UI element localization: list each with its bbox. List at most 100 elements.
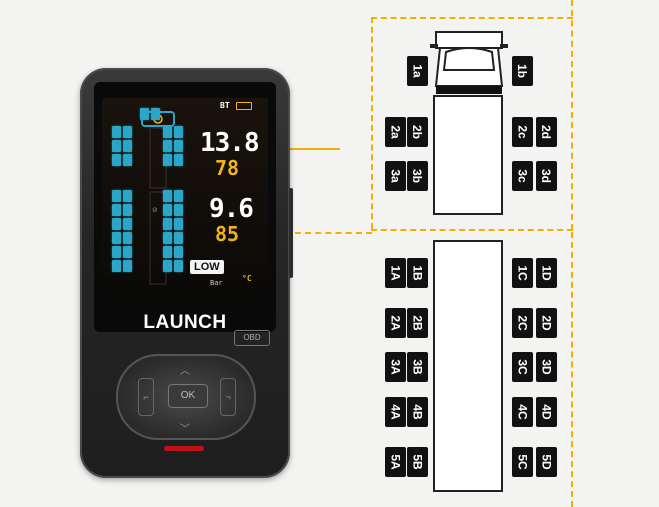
tire-3b: 3b [407,161,428,191]
tire-2B: 2B [407,308,428,338]
tire-2A: 2A [385,308,406,338]
screen-tire-cell [174,232,183,244]
keypad: ︿ ﹀ ⌐ ¬ OK [116,354,256,440]
screen-tire-cell [123,126,132,138]
tire-3D: 3D [536,352,557,382]
tractor-frame-top [371,17,573,19]
screen-tire-cell [174,204,183,216]
tire-1a: 1a [407,56,428,86]
screen-tire-cell [163,190,172,202]
tire-3a: 3a [385,161,406,191]
screen-tire-cell [174,140,183,152]
tire-2b: 2b [407,117,428,147]
tractor-cab-icon [430,31,508,94]
screen-tire-cell [163,154,172,166]
screen-tire-cell [112,190,121,202]
leader-line-tractor [242,148,340,150]
screen-tire-cell [163,218,172,230]
tire-2c: 2c [512,117,533,147]
screen-tire-cell [112,260,121,272]
tire-5C: 5C [512,447,533,477]
temperature-reading-2: 85 [215,222,240,246]
screen-bezel: BT ⊘ 13.8 78 9.6 85 LOW Bar [94,82,276,333]
ok-button[interactable]: OK [168,384,208,408]
tire-5D: 5D [536,447,557,477]
screen-tire-cell [112,126,121,138]
screen-tire-cell [174,218,183,230]
low-pressure-badge: LOW [190,260,224,274]
tire-3d: 3d [536,161,557,191]
screen-tire-cell [163,140,172,152]
screen-tire-cell [112,140,121,152]
screen-tire-cell [123,218,132,230]
tractor-frame-left [371,17,373,229]
screen-tire-cell [140,108,149,120]
screen-tire-cell [123,140,132,152]
screen-tire-cell [174,260,183,272]
trailer-body [433,240,503,492]
tractor-body [433,95,503,215]
down-arrow-icon[interactable]: ﹀ [180,424,190,435]
tractor-frame-bottom [371,229,573,231]
screen-tire-cell [112,204,121,216]
screen-tire-cell [112,218,121,230]
left-key[interactable]: ⌐ [138,378,154,416]
tire-1D: 1D [536,258,557,288]
tire-2a: 2a [385,117,406,147]
screen-tire-cell [174,246,183,258]
screen-tire-cell [163,204,172,216]
tractor-frame-right [571,0,573,230]
side-button[interactable] [289,188,293,278]
screen-tire-cell [123,232,132,244]
tire-4D: 4D [536,397,557,427]
up-arrow-icon[interactable]: ︿ [180,366,190,377]
lcd-screen: BT ⊘ 13.8 78 9.6 85 LOW Bar [102,98,268,298]
tire-1C: 1C [512,258,533,288]
pressure-reading-1: 13.8 [200,128,260,158]
obd-button[interactable]: OBD [234,330,270,346]
bt-status: BT [220,101,230,110]
screen-tire-cell [163,246,172,258]
pressure-reading-2: 9.6 [209,194,254,224]
tire-2d: 2d [536,117,557,147]
screen-tire-cell [123,204,132,216]
screen-tire-cell [112,154,121,166]
tire-1A: 1A [385,258,406,288]
screen-tire-cell [163,126,172,138]
tire-4A: 4A [385,397,406,427]
screen-tire-cell [123,260,132,272]
tpms-monitor-device: BT ⊘ 13.8 78 9.6 85 LOW Bar [80,68,293,478]
screen-tire-cell [174,126,183,138]
screen-tire-cell [123,190,132,202]
tire-3C: 3C [512,352,533,382]
tire-2D: 2D [536,308,557,338]
screen-tire-cell [174,190,183,202]
screen-tire-cell [112,246,121,258]
screen-tire-cell [123,154,132,166]
temperature-reading-1: 78 [215,156,240,180]
tire-3B: 3B [407,352,428,382]
tire-4C: 4C [512,397,533,427]
battery-icon [236,102,252,110]
brand-logo: LAUNCH [143,312,227,333]
tire-1B: 1B [407,258,428,288]
tire-3A: 3A [385,352,406,382]
tire-4B: 4B [407,397,428,427]
right-key[interactable]: ¬ [220,378,236,416]
svg-text:⊘: ⊘ [152,206,158,214]
tire-3c: 3c [512,161,533,191]
trailer-frame-right [571,232,573,507]
screen-tire-cell [174,154,183,166]
screen-tire-cell [163,260,172,272]
pressure-unit: Bar [210,279,223,287]
tire-5A: 5A [385,447,406,477]
leader-line-trailer [234,232,372,234]
power-indicator [164,446,204,451]
screen-tire-cell [112,232,121,244]
temperature-unit: °C [242,274,252,283]
screen-tire-cell [123,246,132,258]
tire-5B: 5B [407,447,428,477]
tire-2C: 2C [512,308,533,338]
tire-1b: 1b [512,56,533,86]
